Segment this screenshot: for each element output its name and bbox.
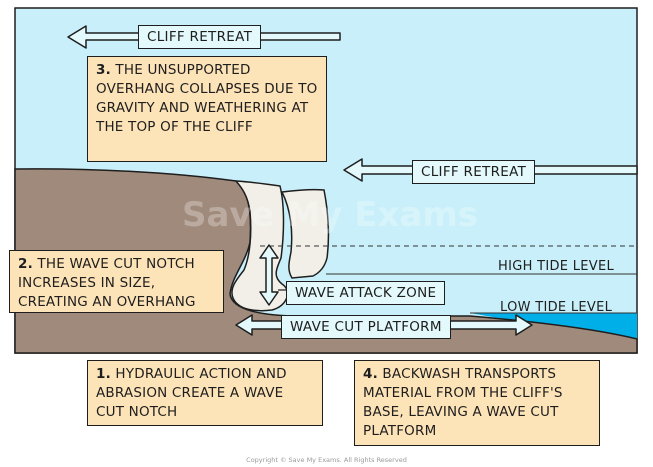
step-2-text: THE WAVE CUT NOTCH INCREASES IN SIZE, CR… [18,256,196,310]
step-1-box: 1. HYDRAULIC ACTION AND ABRASION CREATE … [87,360,323,426]
cliff-face-block [280,188,330,279]
wave-attack-zone-label: WAVE ATTACK ZONE [286,281,446,305]
wave-cut-platform-label: WAVE CUT PLATFORM [281,315,451,339]
cliff-retreat-label-mid: CLIFF RETREAT [412,160,536,184]
step-3-text: THE UNSUPPORTED OVERHANG COLLAPSES DUE T… [96,62,318,135]
step-3-number: 3. [96,62,111,78]
step-1-number: 1. [96,366,111,382]
collapsed-overhang-block [231,180,289,312]
copyright-notice: Copyright © Save My Exams. All Rights Re… [246,456,407,464]
low-tide-level-label: LOW TIDE LEVEL [500,300,613,315]
step-4-number: 4. [363,366,378,382]
wave-attack-zone-arrow [259,244,279,306]
high-tide-level-label: HIGH TIDE LEVEL [498,259,615,274]
step-2-number: 2. [18,256,33,272]
step-2-box: 2. THE WAVE CUT NOTCH INCREASES IN SIZE,… [9,250,224,313]
step-4-box: 4. BACKWASH TRANSPORTS MATERIAL FROM THE… [354,360,600,446]
step-4-text: BACKWASH TRANSPORTS MATERIAL FROM THE CL… [363,366,563,439]
watermark: Save My Exams [182,195,478,235]
cliff-retreat-label-top: CLIFF RETREAT [138,25,262,49]
step-3-box: 3. THE UNSUPPORTED OVERHANG COLLAPSES DU… [87,56,327,162]
step-1-text: HYDRAULIC ACTION AND ABRASION CREATE A W… [96,366,287,420]
